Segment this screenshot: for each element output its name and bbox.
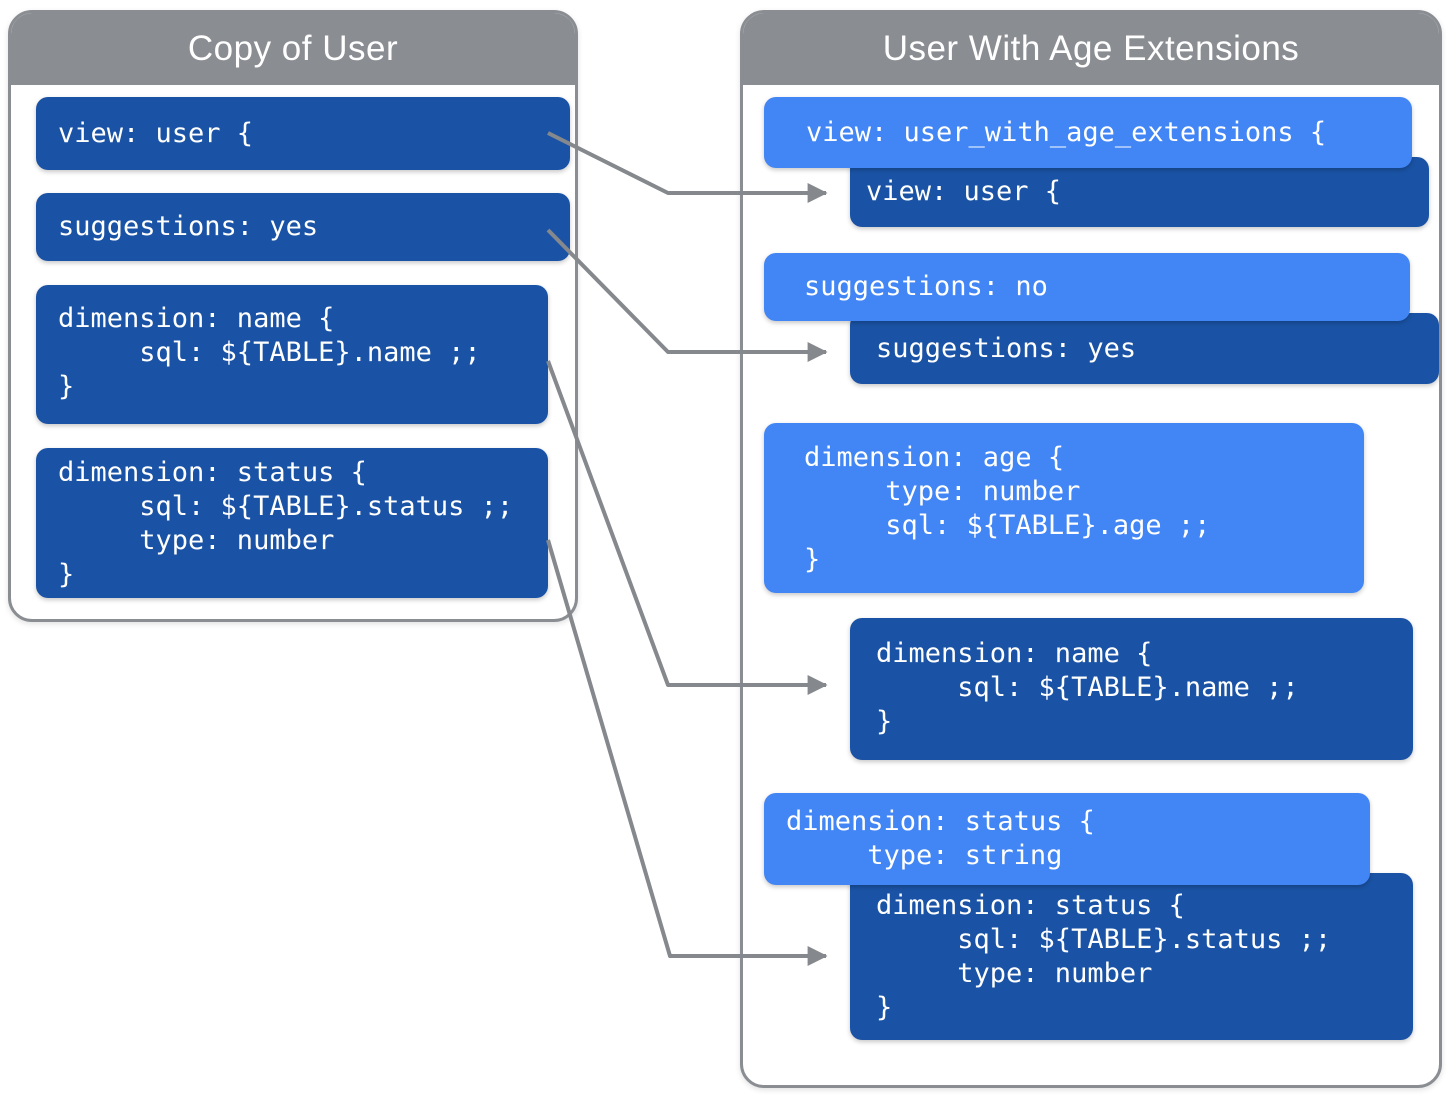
code-line: dimension: name { bbox=[58, 303, 335, 334]
right-panel-user-with-age-extensions: User With Age Extensions view: user { vi… bbox=[740, 10, 1442, 1088]
code-line: } bbox=[58, 559, 75, 590]
code-line: suggestions: no bbox=[804, 271, 1048, 302]
code-line: } bbox=[876, 992, 893, 1023]
code-line: dimension: age { bbox=[804, 442, 1065, 473]
code-line: dimension: status { bbox=[786, 806, 1095, 837]
code-line: type: string bbox=[786, 840, 1063, 871]
code-block-refined-dimension-status: dimension: status { type: string bbox=[764, 793, 1370, 885]
code-block-refined-suggestions: suggestions: no bbox=[764, 253, 1410, 321]
code-line: sql: ${TABLE}.age ;; bbox=[804, 510, 1211, 541]
code-line: dimension: name { bbox=[876, 638, 1153, 669]
code-line: dimension: status { bbox=[876, 890, 1185, 921]
code-line: type: number bbox=[876, 958, 1153, 989]
code-line: type: number bbox=[804, 476, 1081, 507]
code-line: dimension: status { bbox=[58, 457, 367, 488]
code-line: suggestions: yes bbox=[876, 332, 1137, 364]
code-line: } bbox=[58, 371, 75, 402]
left-panel-title: Copy of User bbox=[11, 13, 575, 85]
code-line: view: user { bbox=[866, 176, 1062, 207]
code-line: suggestions: yes bbox=[58, 211, 319, 242]
code-block-original-dimension-status: dimension: status { sql: ${TABLE}.status… bbox=[850, 873, 1413, 1040]
code-block-original-dimension-name: dimension: name { sql: ${TABLE}.name ;; … bbox=[850, 618, 1413, 760]
right-panel-title: User With Age Extensions bbox=[743, 13, 1439, 85]
code-block-view-user: view: user { bbox=[36, 97, 570, 170]
code-line: sql: ${TABLE}.name ;; bbox=[876, 672, 1299, 703]
left-panel-copy-of-user: Copy of User view: user { suggestions: y… bbox=[8, 10, 578, 622]
code-line: view: user_with_age_extensions { bbox=[806, 116, 1327, 148]
code-line: } bbox=[876, 706, 893, 737]
code-line: type: number bbox=[58, 525, 335, 556]
code-line: } bbox=[804, 544, 821, 575]
code-block-original-view: view: user { bbox=[850, 157, 1429, 227]
code-line: sql: ${TABLE}.name ;; bbox=[58, 337, 481, 368]
code-line: sql: ${TABLE}.status ;; bbox=[876, 924, 1332, 955]
code-block-suggestions-yes: suggestions: yes bbox=[36, 193, 570, 261]
code-block-new-dimension-age: dimension: age { type: number sql: ${TAB… bbox=[764, 423, 1364, 593]
code-block-dimension-name: dimension: name { sql: ${TABLE}.name ;; … bbox=[36, 285, 548, 424]
code-line: view: user { bbox=[58, 117, 254, 149]
code-block-dimension-status: dimension: status { sql: ${TABLE}.status… bbox=[36, 448, 548, 598]
code-line: sql: ${TABLE}.status ;; bbox=[58, 491, 514, 522]
code-block-refined-view: view: user_with_age_extensions { bbox=[764, 97, 1412, 168]
code-block-original-suggestions: suggestions: yes bbox=[850, 313, 1439, 384]
